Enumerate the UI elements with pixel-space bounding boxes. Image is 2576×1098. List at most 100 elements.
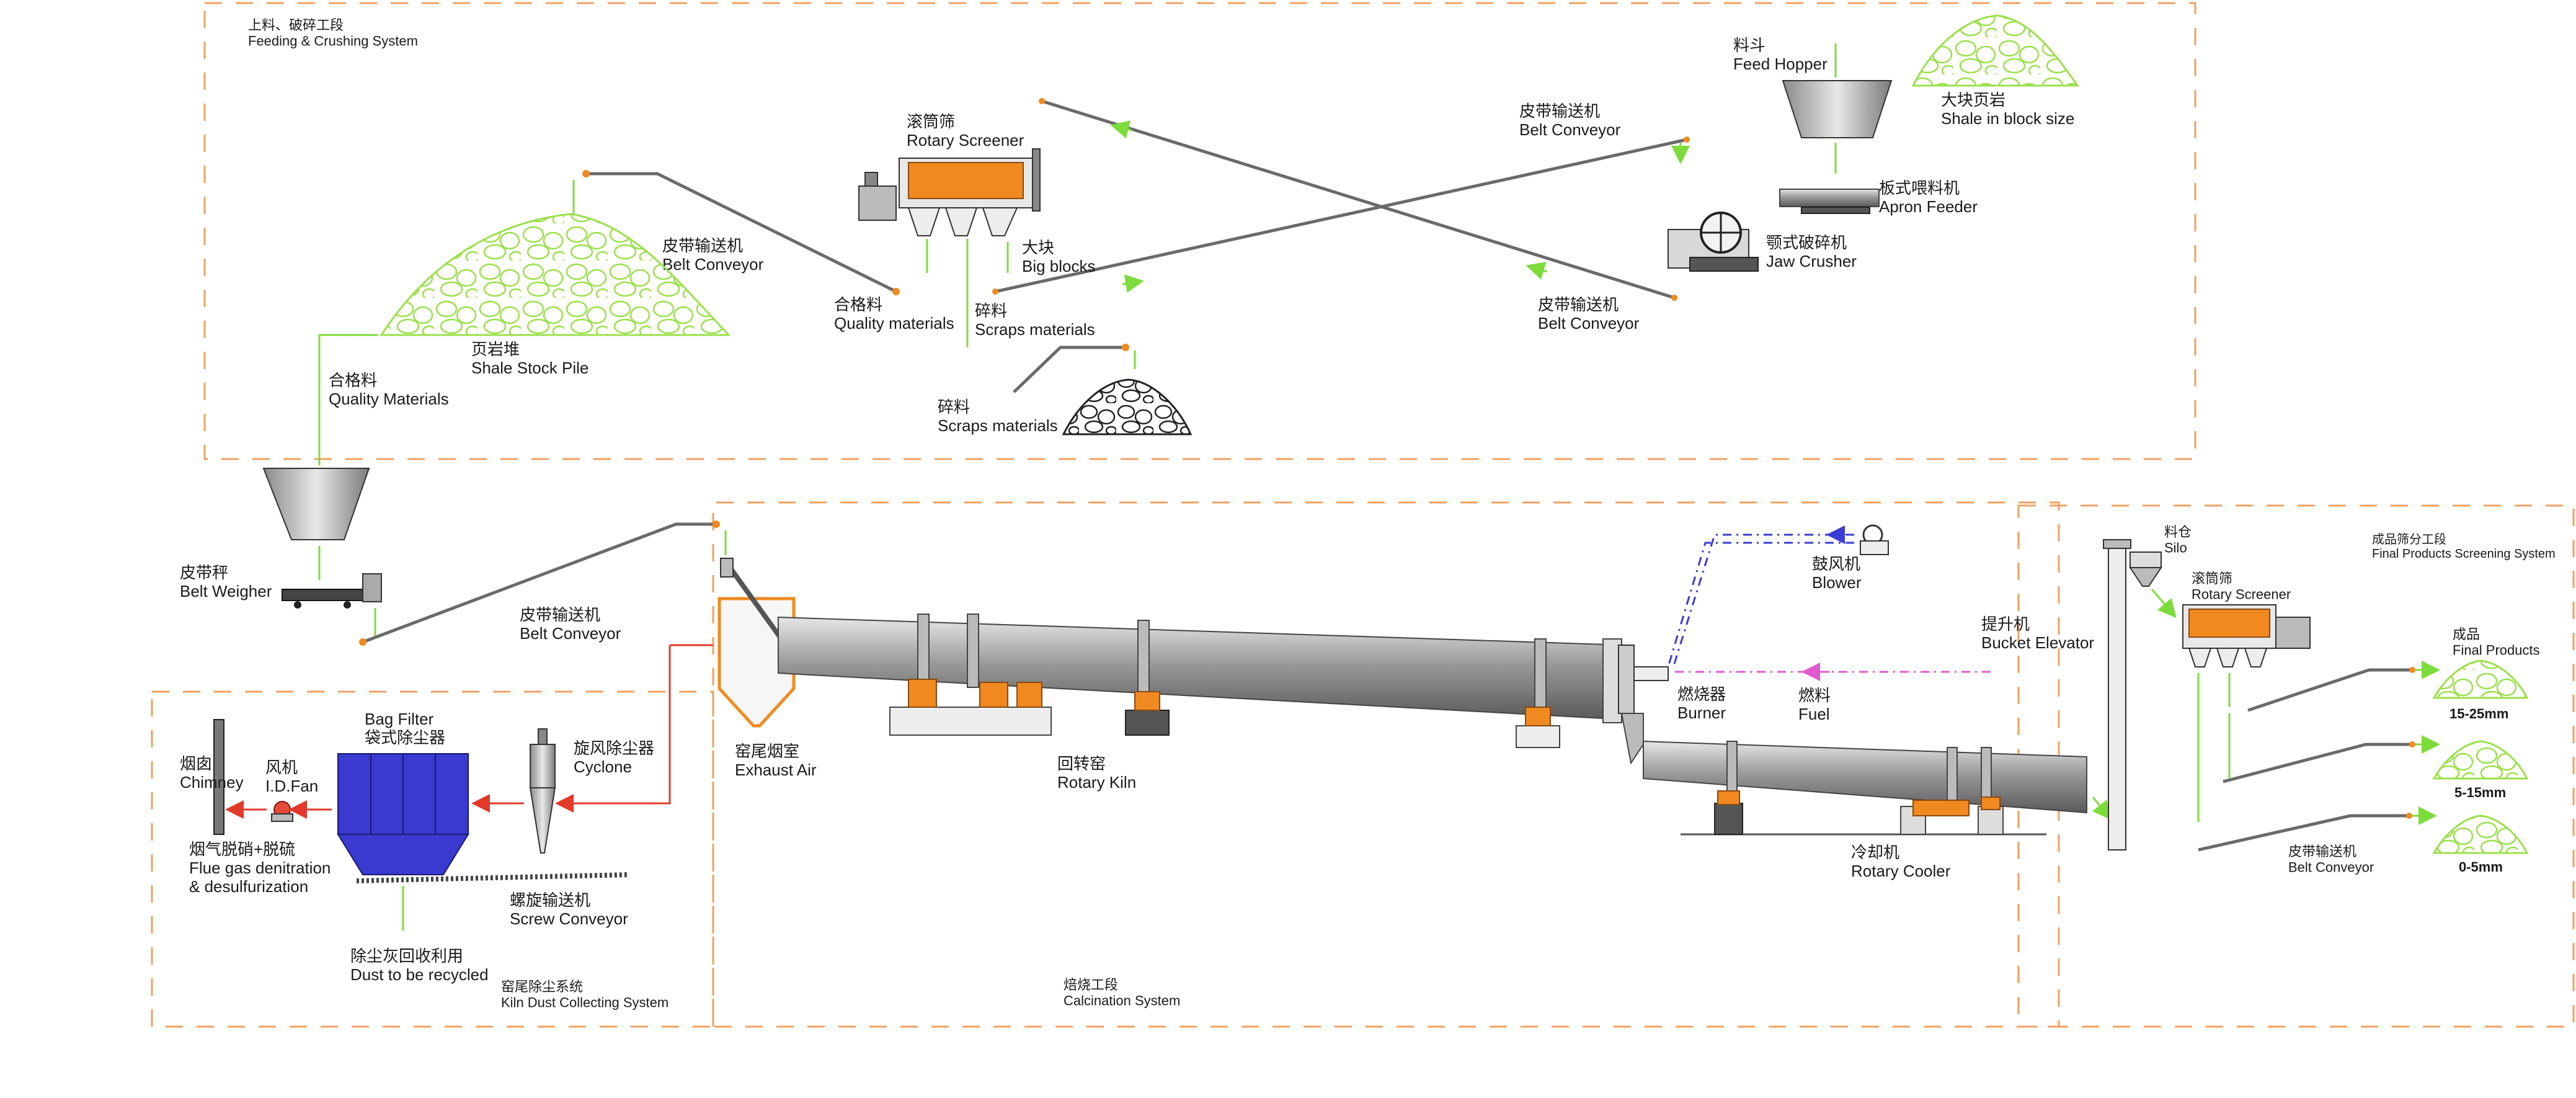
label-line: Bag Filter (365, 710, 434, 728)
flow-arrow-2 (1526, 261, 1548, 280)
kiln-dust-section-box (151, 690, 714, 1028)
label-line: Belt Conveyor (2288, 859, 2374, 875)
label-line: Rotary Cooler (1851, 862, 1951, 880)
label-line: Shale Stock Pile (471, 359, 588, 377)
label-line: & desulfurization (189, 877, 308, 896)
label-line: 页岩堆 (471, 340, 520, 359)
label-line: 合格料 (834, 295, 882, 314)
label-line: 皮带输送机 (1538, 295, 1619, 314)
label-line: 焙烧工段 (1064, 977, 1118, 993)
bag-filter (337, 753, 469, 875)
label-line: Feed Hopper (1733, 55, 1828, 73)
label-line: Calcination System (1064, 993, 1180, 1008)
label-line: Apron Feeder (1879, 197, 1978, 216)
label-line: 合格料 (329, 371, 377, 390)
label-line: 碎料 (938, 398, 970, 416)
label-line: 袋式除尘器 (365, 728, 445, 747)
label-line: Belt Conveyor (1538, 314, 1640, 333)
label-line: Dust to be recycled (350, 965, 489, 984)
label-line: 料仓 (2164, 524, 2192, 540)
label-line: Jaw Crusher (1766, 252, 1857, 270)
rotary-screener-final (2182, 604, 2311, 667)
rotary-cooler (1620, 713, 2087, 814)
label-line: Screw Conveyor (510, 909, 628, 928)
label-line: Big blocks (1022, 257, 1096, 275)
size-0-5-label: 0-5mm (2459, 859, 2503, 875)
label-line: 大块页岩 (1941, 91, 2005, 109)
apron-feeder (1779, 189, 1880, 214)
label-line: Scraps materials (938, 416, 1058, 435)
belt-conveyor-bottom-right (1039, 98, 1677, 301)
blower (1860, 524, 1889, 555)
belt-conveyor-weigher (359, 520, 720, 646)
label-line: 成品 (2453, 627, 2480, 642)
label-line: 皮带输送机 (662, 236, 743, 255)
label-line: Quality materials (834, 314, 954, 333)
label-line: 大块 (1022, 238, 1054, 257)
label-line: 鼓风机 (1812, 555, 1860, 573)
label-line: 上料、破碎工段 (248, 17, 344, 33)
label-line: Kiln Dust Collecting System (501, 994, 668, 1010)
calcination-section-box (712, 501, 2060, 1028)
belt-weigher (282, 573, 382, 609)
belt-conveyor-left (582, 170, 900, 295)
flow-quality-left (318, 334, 378, 465)
label-line: 旋风除尘器 (574, 739, 654, 757)
label-line: 提升机 (1981, 615, 2030, 633)
label-line: Belt Conveyor (520, 624, 621, 643)
kiln-support-1 (889, 679, 1052, 736)
flow-blower-2 (1667, 542, 1854, 667)
label-line: Blower (1812, 573, 1862, 592)
label-line: 颚式破碎机 (1766, 233, 1847, 252)
label-line: 烟囱 (180, 754, 212, 773)
belt-conveyor-top-right (992, 136, 1690, 295)
size-15-25-label: 15-25mm (2449, 706, 2508, 721)
label-line: 窑尾除尘系统 (501, 979, 583, 994)
final-conveyor-3 (2198, 813, 2412, 852)
jaw-crusher (1668, 212, 1759, 272)
label-line: Bucket Elevator (1981, 633, 2094, 652)
feed-hopper (1782, 80, 1893, 138)
label-line: 皮带输送机 (2288, 844, 2356, 859)
label-line: Belt Conveyor (1519, 120, 1621, 139)
screw-conveyor (356, 872, 630, 883)
flow-silo-to-screener (2151, 589, 2177, 618)
label-line: 碎料 (975, 301, 1007, 320)
label-line: I.D.Fan (265, 777, 318, 795)
label-line: 除尘灰回收利用 (350, 947, 463, 965)
final-conveyor-2 (2223, 741, 2415, 783)
flow-blower (1673, 533, 1854, 664)
weigher-hopper (262, 468, 370, 540)
label-line: Feeding & Crushing System (248, 33, 418, 48)
label-line: 料斗 (1733, 36, 1765, 55)
label-line: Belt Conveyor (662, 255, 764, 274)
